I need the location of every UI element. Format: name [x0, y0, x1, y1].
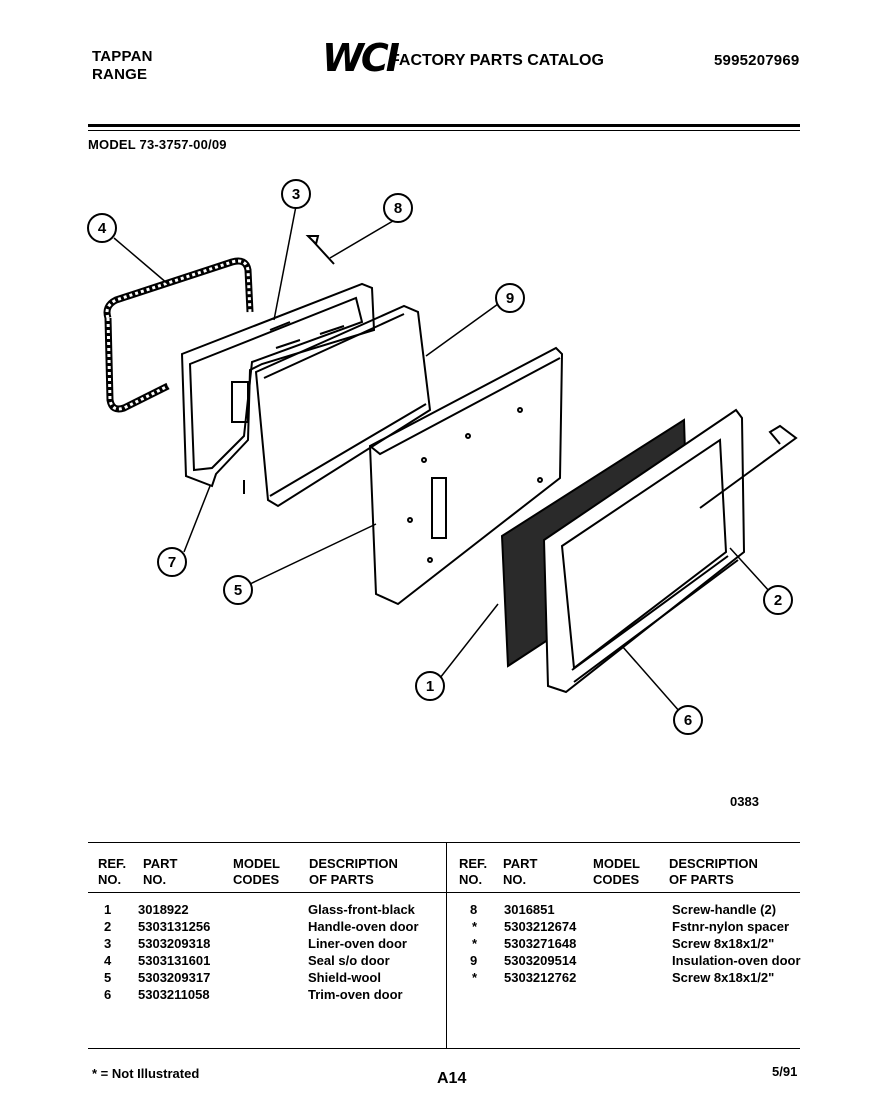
- table-row-ref: 4: [104, 953, 112, 968]
- callout-2: [763, 585, 793, 615]
- brand-line-2: RANGE: [92, 66, 148, 83]
- callout-8: [383, 193, 413, 223]
- table-row-ref: 6: [104, 987, 112, 1002]
- footnote: * = Not Illustrated: [92, 1066, 200, 1081]
- shield-part: [368, 346, 564, 606]
- page-number: A14: [437, 1070, 467, 1087]
- header-rule-thin: [88, 130, 800, 131]
- header-rule: [88, 124, 800, 127]
- table-bottom-rule: [88, 1048, 800, 1049]
- callout-3-label: 3: [292, 186, 300, 203]
- table-divider: [446, 842, 447, 1048]
- table-row-part: 5303271648: [504, 936, 577, 951]
- table-row-part: 5303209317: [138, 970, 211, 985]
- figure-code: 0383: [730, 794, 759, 809]
- wci-logo: WCI: [322, 36, 400, 80]
- catalog-number: 5995207969: [714, 52, 800, 69]
- callout-9: [495, 283, 525, 313]
- model-label: MODEL 73-3757-00/09: [88, 137, 227, 152]
- table-row-desc: Liner-oven door: [308, 936, 407, 951]
- table-row-desc: Trim-oven door: [308, 987, 403, 1002]
- table-row-part: 5303212762: [504, 970, 577, 985]
- table-row-ref: 3: [104, 936, 112, 951]
- callout-9-label: 9: [506, 290, 514, 307]
- table-row-part: 5303212674: [504, 919, 577, 934]
- callout-8-label: 8: [394, 200, 402, 217]
- callout-7-label: 7: [168, 554, 176, 571]
- table-row-desc: Shield-wool: [308, 970, 381, 985]
- callout-4-label: 4: [98, 220, 107, 237]
- table-row-ref: *: [472, 919, 478, 934]
- table-top-rule: [88, 842, 800, 843]
- header-underline-left: [88, 892, 446, 893]
- table-row-ref: 2: [104, 919, 112, 934]
- callout-2-label: 2: [774, 592, 782, 609]
- callout-6-label: 6: [684, 712, 692, 729]
- table-row-ref: 1: [104, 902, 112, 917]
- table-row-desc: Insulation-oven door: [672, 953, 801, 968]
- table-row-ref: *: [472, 936, 478, 951]
- callout-4: [87, 213, 117, 243]
- screw-part: [305, 235, 335, 265]
- trim-part: [542, 408, 746, 694]
- table-row-desc: Screw 8x18x1/2": [672, 970, 775, 985]
- table-row-ref: 8: [470, 902, 478, 917]
- callout-5-label: 5: [234, 582, 242, 599]
- table-row-part: 5303209318: [138, 936, 211, 951]
- table-row-ref: 5: [104, 970, 112, 985]
- table-row-part: 5303211058: [138, 987, 210, 1002]
- revision-date: 5/91: [772, 1064, 798, 1079]
- table-row-desc: Handle-oven door: [308, 919, 419, 934]
- table-row-desc: Glass-front-black: [308, 902, 415, 917]
- table-row-part: 5303131256: [138, 919, 211, 934]
- table-row-part: 5303209514: [504, 953, 577, 968]
- table-row-desc: Fstnr-nylon spacer: [672, 919, 790, 934]
- insulation-part: [254, 304, 432, 508]
- header-underline-right: [447, 892, 800, 893]
- brand-line-1: TAPPAN: [92, 48, 153, 65]
- table-row-part: 3016851: [504, 902, 555, 917]
- catalog-title: FACTORY PARTS CATALOG: [390, 52, 604, 69]
- table-row-desc: Screw 8x18x1/2": [672, 936, 775, 951]
- callout-5: [223, 575, 253, 605]
- liner-part: [180, 282, 376, 488]
- exploded-parts-diagram: 4 3 8 9 7 5 2 1 6 0383: [87, 179, 798, 809]
- table-row-part: 3018922: [138, 902, 189, 917]
- handle-part: [699, 424, 798, 509]
- table-row-ref: *: [472, 970, 478, 985]
- hdr-ref-no-right: REF.NO.: [459, 856, 488, 887]
- callout-6: [673, 705, 703, 735]
- table-row-desc: Screw-handle (2): [672, 902, 777, 917]
- table-row-ref: 9: [470, 953, 478, 968]
- table-row-desc: Seal s/o door: [308, 953, 390, 968]
- table-row-part: 5303131601: [138, 953, 211, 968]
- hdr-ref-no-left: REF.NO.: [98, 856, 127, 887]
- callout-1: [415, 671, 445, 701]
- callout-7: [157, 547, 187, 577]
- callout-1-label: 1: [426, 678, 434, 695]
- callout-3: [281, 179, 311, 209]
